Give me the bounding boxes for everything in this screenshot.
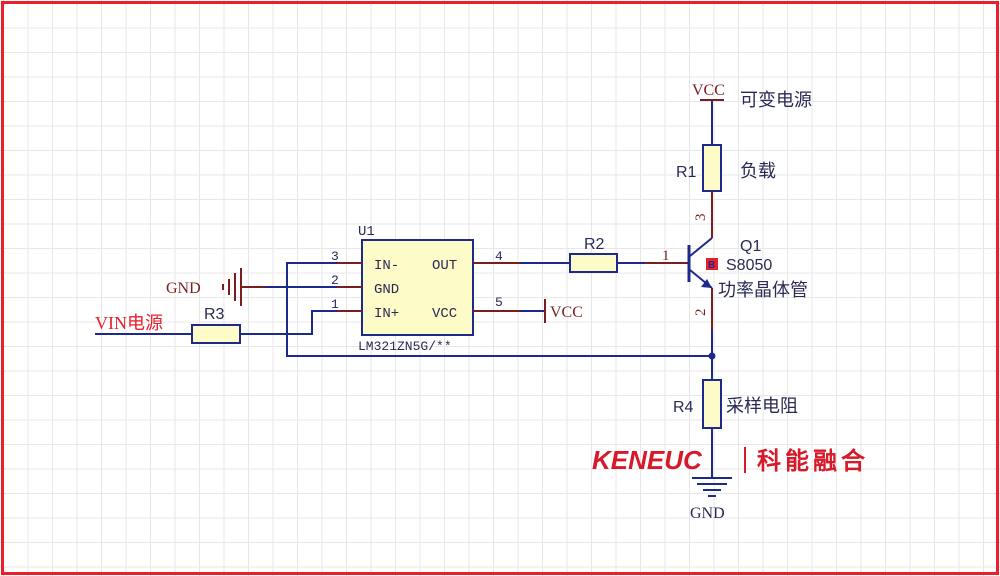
q1-emitter-arrow <box>701 279 712 288</box>
r3-body <box>191 324 241 344</box>
r1-ref: R1 <box>676 164 697 181</box>
r1-body <box>702 144 722 192</box>
u1-pin-label-gnd: GND <box>374 282 399 298</box>
r2-resistor: R2 <box>569 236 618 273</box>
vcc-u1-symbol: VCC <box>544 299 583 323</box>
u1-pin-number-5: 5 <box>495 295 503 310</box>
r4-desc: 采样电阻 <box>726 396 798 416</box>
u1-opamp: U1 IN- GND IN+ OUT VCC 3 2 1 4 5 LM321ZN… <box>331 224 520 354</box>
q1-pin-number-base: 1 <box>662 248 670 264</box>
brand-logo-text: KENEUC <box>592 445 703 475</box>
q1-pin-number-emitter: 2 <box>693 309 709 317</box>
vcc-u1-label: VCC <box>550 304 583 321</box>
gnd-left-symbol: GND <box>166 268 265 306</box>
u1-body <box>361 239 474 336</box>
q1-pin-number-collector: 3 <box>693 214 709 222</box>
junction-dot <box>708 352 716 360</box>
r3-ref: R3 <box>204 306 225 323</box>
u1-pin-number-3: 3 <box>331 249 339 264</box>
vin-input-label: VIN电源 <box>95 313 163 333</box>
r2-body <box>569 253 618 273</box>
u1-pin-label-out: OUT <box>432 258 457 274</box>
wire-in-minus-feedback <box>286 262 712 357</box>
gnd-bottom-symbol: GND <box>690 477 732 522</box>
q1-desc: 功率晶体管 <box>718 280 808 300</box>
u1-pin-label-vcc: VCC <box>432 306 457 322</box>
r3-resistor: R3 <box>191 306 241 344</box>
u1-pin-label-in-minus: IN- <box>374 258 399 274</box>
q1-body-mark-box <box>706 258 718 270</box>
r4-resistor: R4 采样电阻 <box>673 379 798 429</box>
r4-body <box>702 379 722 429</box>
q1-collector-leg <box>689 237 713 257</box>
vcc-top-desc: 可变电源 <box>740 90 812 110</box>
r4-ref: R4 <box>673 399 694 416</box>
r2-ref: R2 <box>584 236 605 253</box>
u1-pin-number-1: 1 <box>331 297 339 312</box>
r1-desc: 负载 <box>740 161 776 181</box>
brand-watermark: KENEUC 科能融合 <box>592 445 869 475</box>
u1-ref: U1 <box>358 224 375 240</box>
brand-name: 科能融合 <box>757 447 869 475</box>
q1-part-number: S8050 <box>726 257 772 274</box>
q1-body-mark: B <box>708 260 715 271</box>
u1-pin-number-2: 2 <box>331 273 339 288</box>
u1-pin-label-in-plus: IN+ <box>374 306 399 322</box>
q1-transistor: B 1 3 2 Q1 S8050 功率晶体管 <box>645 191 808 330</box>
gnd-left-label: GND <box>166 280 201 297</box>
vcc-top-label: VCC <box>692 82 725 99</box>
u1-pin-number-4: 4 <box>495 249 503 264</box>
wires <box>95 100 716 478</box>
r1-resistor: R1 负载 <box>676 144 776 192</box>
wire-in-plus <box>240 310 337 335</box>
q1-ref: Q1 <box>740 238 761 255</box>
gnd-bottom-label: GND <box>690 505 725 522</box>
vcc-top-symbol: VCC 可变电源 <box>692 82 812 110</box>
u1-part-number: LM321ZN5G/** <box>358 339 452 354</box>
